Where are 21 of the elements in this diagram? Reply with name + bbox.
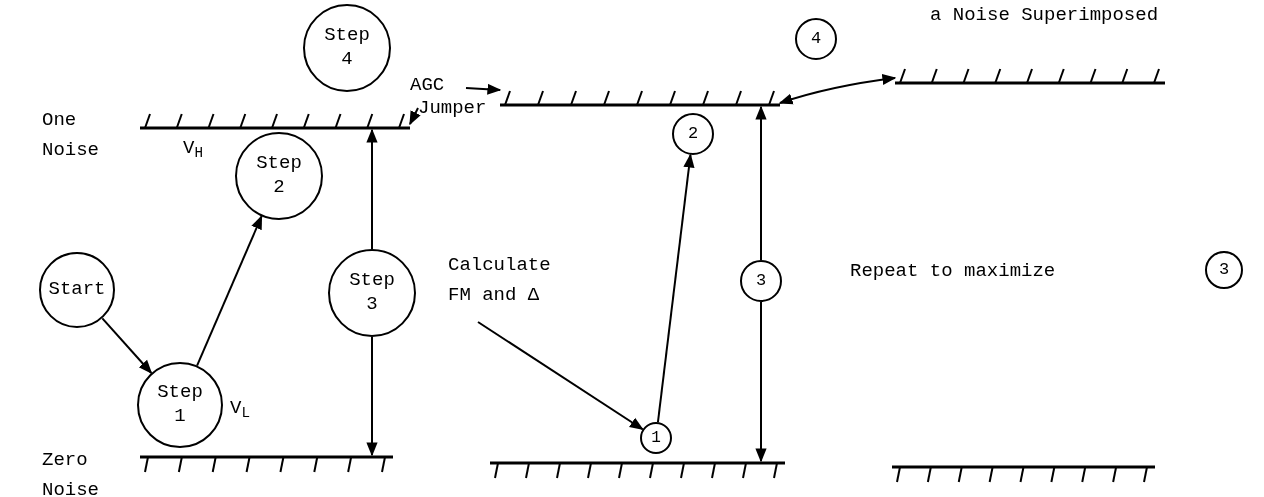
arrow — [656, 153, 695, 424]
text-label: Zero Noise — [42, 448, 100, 497]
hatched-line — [140, 455, 393, 475]
text-label: V$_{H}$ — [183, 136, 204, 163]
arrow — [409, 107, 421, 126]
text-label: Calculate FM and Δ — [448, 253, 552, 309]
annotation-text: AGC — [410, 74, 466, 100]
arrow — [755, 105, 767, 261]
arrow — [755, 301, 767, 463]
arrow — [366, 336, 378, 457]
text-label: V$_{L}$ — [230, 396, 251, 423]
arrow — [366, 128, 378, 250]
arrow — [778, 74, 897, 105]
arrow — [101, 317, 153, 374]
text-label: One Noise — [42, 108, 100, 164]
annotation-text: Jumper — [418, 97, 498, 123]
hatched-line — [490, 461, 785, 481]
hatched-line — [892, 465, 1155, 485]
text-label: Repeat to maximize — [850, 259, 1057, 284]
text-label: a Noise Superimposed — [930, 3, 1160, 28]
arrow — [465, 83, 502, 95]
